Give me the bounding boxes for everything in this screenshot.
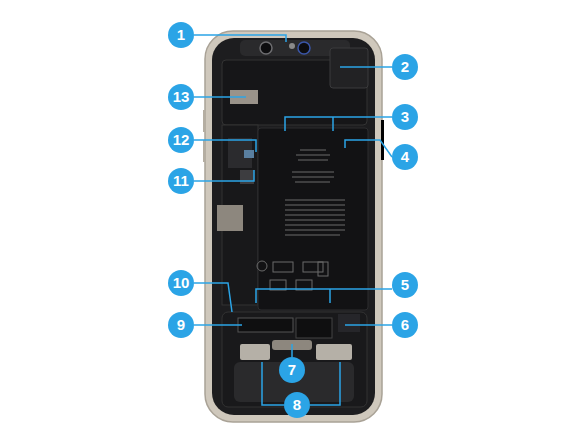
leader-line	[345, 140, 392, 157]
leader-line	[310, 362, 340, 405]
leader-line	[291, 344, 293, 357]
leader-line	[285, 117, 392, 131]
side-button	[203, 140, 206, 162]
callout-number: 7	[279, 357, 305, 383]
screw-bracket	[240, 344, 270, 360]
callout-number: 12	[168, 127, 194, 153]
leader-line	[329, 289, 331, 303]
taptic-engine	[238, 318, 293, 332]
battery-symbols	[257, 261, 328, 290]
side-button	[381, 120, 384, 160]
callout-number: 13	[168, 84, 194, 110]
leader-line	[340, 66, 392, 68]
leader-line	[194, 170, 254, 181]
callout-number: 2	[392, 54, 418, 80]
chip	[240, 170, 254, 184]
leader-line	[194, 140, 256, 152]
sensor	[289, 43, 295, 49]
leader-line	[194, 283, 232, 312]
callout-number: 6	[392, 312, 418, 338]
camera-lens	[298, 42, 310, 54]
cable	[296, 318, 332, 338]
callout-number: 10	[168, 270, 194, 296]
leader-line	[194, 324, 242, 326]
leader-lines	[194, 35, 392, 405]
leader-line	[332, 117, 334, 131]
battery	[258, 128, 368, 310]
callout-number: 11	[168, 168, 194, 194]
shield	[217, 205, 243, 231]
phone-interior	[212, 38, 375, 415]
leader-line	[194, 35, 286, 42]
screw-bracket	[316, 344, 352, 360]
callout-number: 3	[392, 104, 418, 130]
leader-line	[345, 324, 392, 326]
callout-number: 1	[168, 22, 194, 48]
callout-number: 8	[284, 392, 310, 418]
battery-print	[285, 150, 345, 235]
callout-number: 4	[392, 144, 418, 170]
camera-lens	[260, 42, 272, 54]
side-button	[203, 110, 206, 132]
connector	[244, 150, 254, 158]
leader-line	[194, 96, 246, 98]
shield	[338, 314, 360, 332]
shield	[330, 48, 368, 88]
callout-number: 9	[168, 312, 194, 338]
leader-line	[256, 289, 392, 303]
callout-number: 5	[392, 272, 418, 298]
phone-frame	[205, 31, 382, 422]
